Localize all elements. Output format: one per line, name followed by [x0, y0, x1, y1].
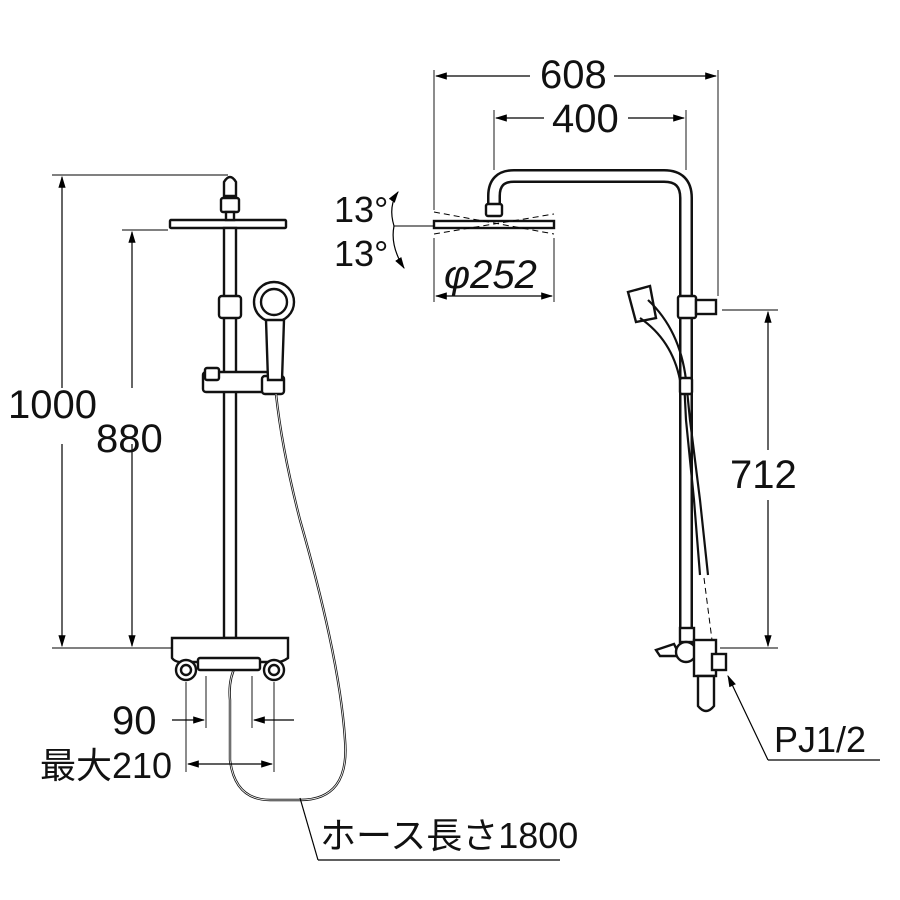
label-min-spacing: 90 [112, 699, 157, 743]
label-head-diameter: φ252 [444, 253, 537, 297]
side-mixer-valve [654, 626, 728, 713]
label-bar-height: 880 [96, 417, 163, 461]
label-tilt-up: 13° [334, 189, 388, 230]
connection-leader [727, 674, 769, 761]
label-total-height: 1000 [8, 383, 97, 427]
front-riser-pipe [222, 226, 238, 640]
front-hand-shower [252, 280, 296, 382]
tilt-arc-up [388, 191, 399, 227]
hose-leader [299, 797, 319, 861]
side-upper-joint [676, 294, 698, 320]
label-max-spacing: 最大210 [40, 745, 172, 786]
side-view: 608 400 13° 13° φ252 712 PJ1/2 [334, 53, 880, 761]
front-view: 1000 880 90 最大210 ホース長さ1800 [2, 174, 578, 861]
label-connection: PJ1/2 [774, 719, 866, 760]
side-overhead-shower [432, 202, 556, 235]
label-hose-length: ホース長さ1800 [320, 815, 578, 856]
front-hose [228, 393, 347, 802]
side-arm [487, 169, 693, 640]
label-tilt-down: 13° [334, 233, 388, 274]
side-hand-shower [626, 284, 688, 381]
label-arm-width: 608 [540, 53, 607, 97]
front-upper-joint [217, 294, 243, 320]
label-head-offset: 400 [552, 97, 619, 141]
side-hose [684, 379, 710, 576]
front-overhead-shower [168, 175, 288, 230]
label-slide-height: 712 [730, 453, 797, 497]
front-mixer-valve [170, 636, 290, 682]
tilt-arc-down [392, 225, 405, 270]
